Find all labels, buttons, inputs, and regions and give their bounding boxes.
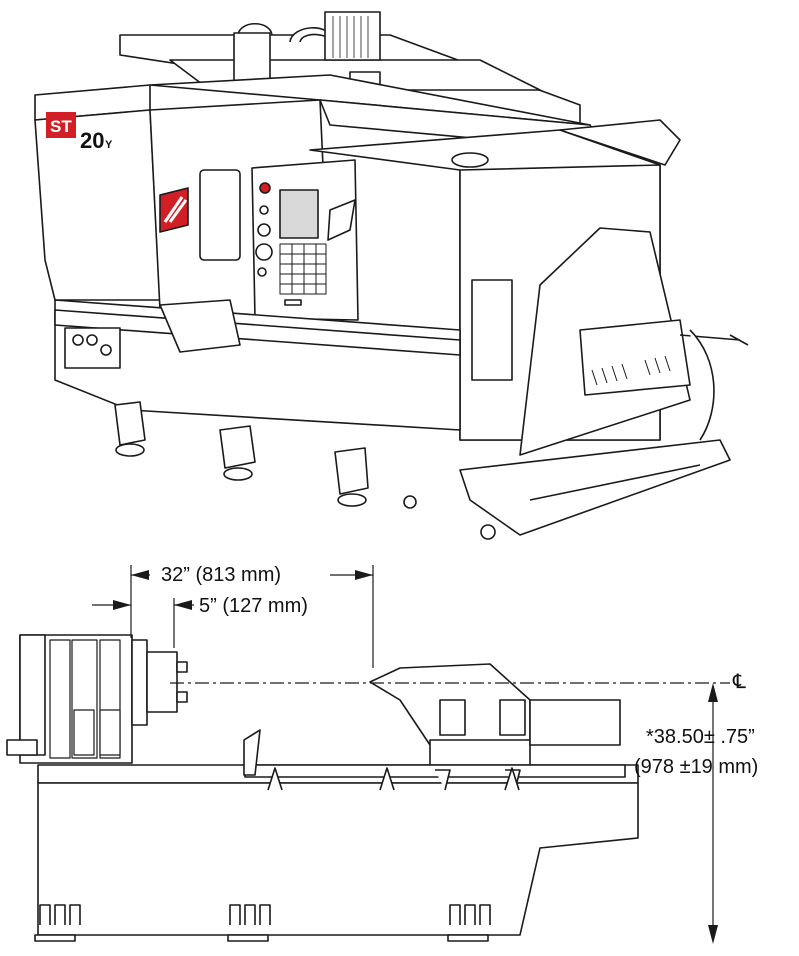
height-metric-label: (978 ±19 mm) [634, 756, 759, 778]
tailstock [369, 663, 621, 771]
dimension-lines [92, 565, 730, 944]
model-suffix: Y [105, 139, 113, 151]
leveling-feet [114, 401, 369, 507]
lathe-bed [34, 729, 639, 942]
machine-base [54, 299, 461, 507]
headstock [6, 634, 133, 764]
model-number: 20 [80, 128, 104, 153]
dim-32-inch-label: 32” (813 mm) [161, 564, 282, 586]
chuck [131, 639, 188, 726]
centerline-symbol: ℄ [733, 671, 746, 693]
elevation-feet [34, 904, 491, 942]
chip-conveyor [403, 227, 749, 540]
machine-side-elevation [6, 565, 730, 944]
dim-5-inch-label: 5” (127 mm) [199, 595, 308, 617]
height-dim-label: *38.50± .75” [646, 727, 755, 747]
height-asterisk: * [646, 726, 654, 748]
machine-isometric-view: ST 20 Y [34, 11, 749, 540]
height-imperial: 38.50± .75” [653, 726, 755, 748]
control-pendant [251, 159, 359, 321]
brand-logo: ST 20 Y [46, 112, 189, 233]
model-badge: ST [50, 117, 72, 136]
